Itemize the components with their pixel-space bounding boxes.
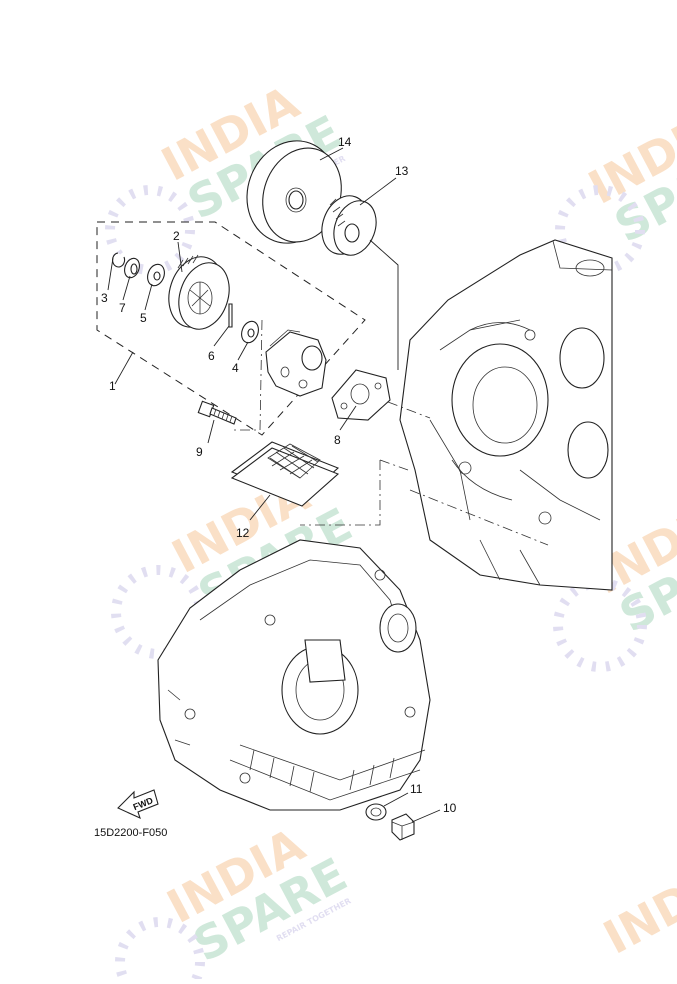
oil-pump-assembly-outline <box>96 221 366 436</box>
oil-pump-housing <box>265 329 327 397</box>
part-10-drain-plug-bolt <box>391 813 415 841</box>
part-5-washer <box>147 263 165 287</box>
callout-6: 6 <box>208 349 215 363</box>
part-4-washer <box>241 320 259 344</box>
leader-lines <box>107 147 549 823</box>
watermark-top-right: INDIA SPARE <box>555 98 677 275</box>
callout-10: 10 <box>443 801 457 815</box>
callout-14: 14 <box>338 135 352 149</box>
part-13-gear <box>321 195 377 256</box>
fwd-arrow-icon: FWD <box>117 789 159 820</box>
part-11-gasket-washer <box>365 803 387 821</box>
callout-11: 11 <box>410 782 423 796</box>
callout-5: 5 <box>140 311 147 325</box>
callout-8: 8 <box>334 433 341 447</box>
callout-4: 4 <box>232 361 239 375</box>
callout-2: 2 <box>173 229 180 243</box>
left-crankcase-half <box>157 539 431 811</box>
callout-7: 7 <box>119 301 126 315</box>
callout-12: 12 <box>236 526 250 540</box>
callout-9: 9 <box>196 445 203 459</box>
part-14-oil-pump-drive-gear <box>246 140 342 244</box>
part-12-oil-strainer <box>230 441 340 507</box>
part-8-gasket <box>331 369 391 421</box>
callout-3: 3 <box>101 291 108 305</box>
watermark-bottom-right: INDIA <box>595 848 677 965</box>
callout-13: 13 <box>395 164 409 178</box>
diagram-reference-code: 15D2200-F050 <box>94 827 167 839</box>
callout-1: 1 <box>109 379 116 393</box>
part-7-washer <box>124 257 140 279</box>
part-6-pin <box>228 303 233 328</box>
part-2-pump-rotor-gear <box>168 254 230 330</box>
svg-text:INDIA: INDIA <box>595 848 677 965</box>
part-9-bolt <box>197 400 237 425</box>
callout-labels: 14 13 2 3 7 5 6 4 1 9 8 12 11 10 <box>101 135 457 815</box>
part-3-circlip <box>112 252 126 268</box>
right-crankcase-half <box>399 239 613 591</box>
